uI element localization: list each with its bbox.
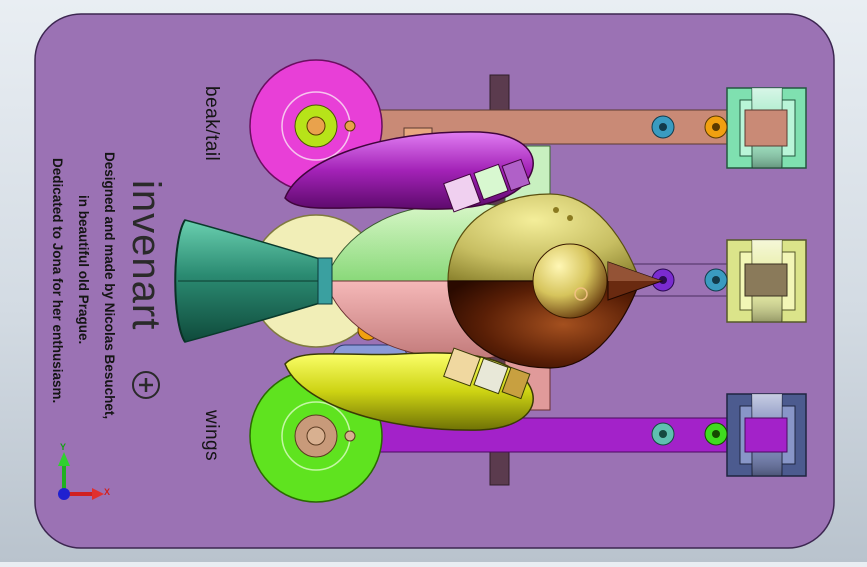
nostril-2: [567, 215, 573, 221]
screw-mid-blue: [704, 268, 728, 292]
axis-triad-icon[interactable]: [58, 452, 104, 500]
credit-line-1: Designed and made by Nicolas Besuchet,: [102, 152, 117, 420]
wing-bottom-hinge: [443, 347, 531, 400]
brand-logo-text: invenart: [124, 180, 168, 331]
screw-top-blue: [651, 115, 675, 139]
nostril-1: [553, 207, 559, 213]
bird-beak-ball[interactable]: [532, 243, 608, 319]
follower-middle[interactable]: [726, 239, 807, 323]
wing-top-hinge: [443, 158, 531, 213]
follower-bottom[interactable]: [726, 393, 807, 477]
axis-x-label: X: [104, 487, 111, 497]
credit-line-2: in beautiful old Prague.: [76, 195, 91, 345]
screw-bot-green: [704, 422, 728, 446]
credit-line-3: Dedicated to Jona for her enthusiasm.: [50, 158, 65, 404]
axis-y-label: Y: [60, 442, 67, 452]
label-wings: wings: [201, 410, 222, 462]
screw-top-orange: [704, 115, 728, 139]
bird-eye: [574, 287, 588, 301]
follower-top[interactable]: [726, 87, 807, 169]
screw-mid-purple: [651, 268, 675, 292]
plus-circle-icon: [132, 371, 160, 399]
label-beak-tail: beak/tail: [201, 86, 222, 162]
tail-collar: [317, 257, 333, 305]
screw-bot-teal: [651, 422, 675, 446]
